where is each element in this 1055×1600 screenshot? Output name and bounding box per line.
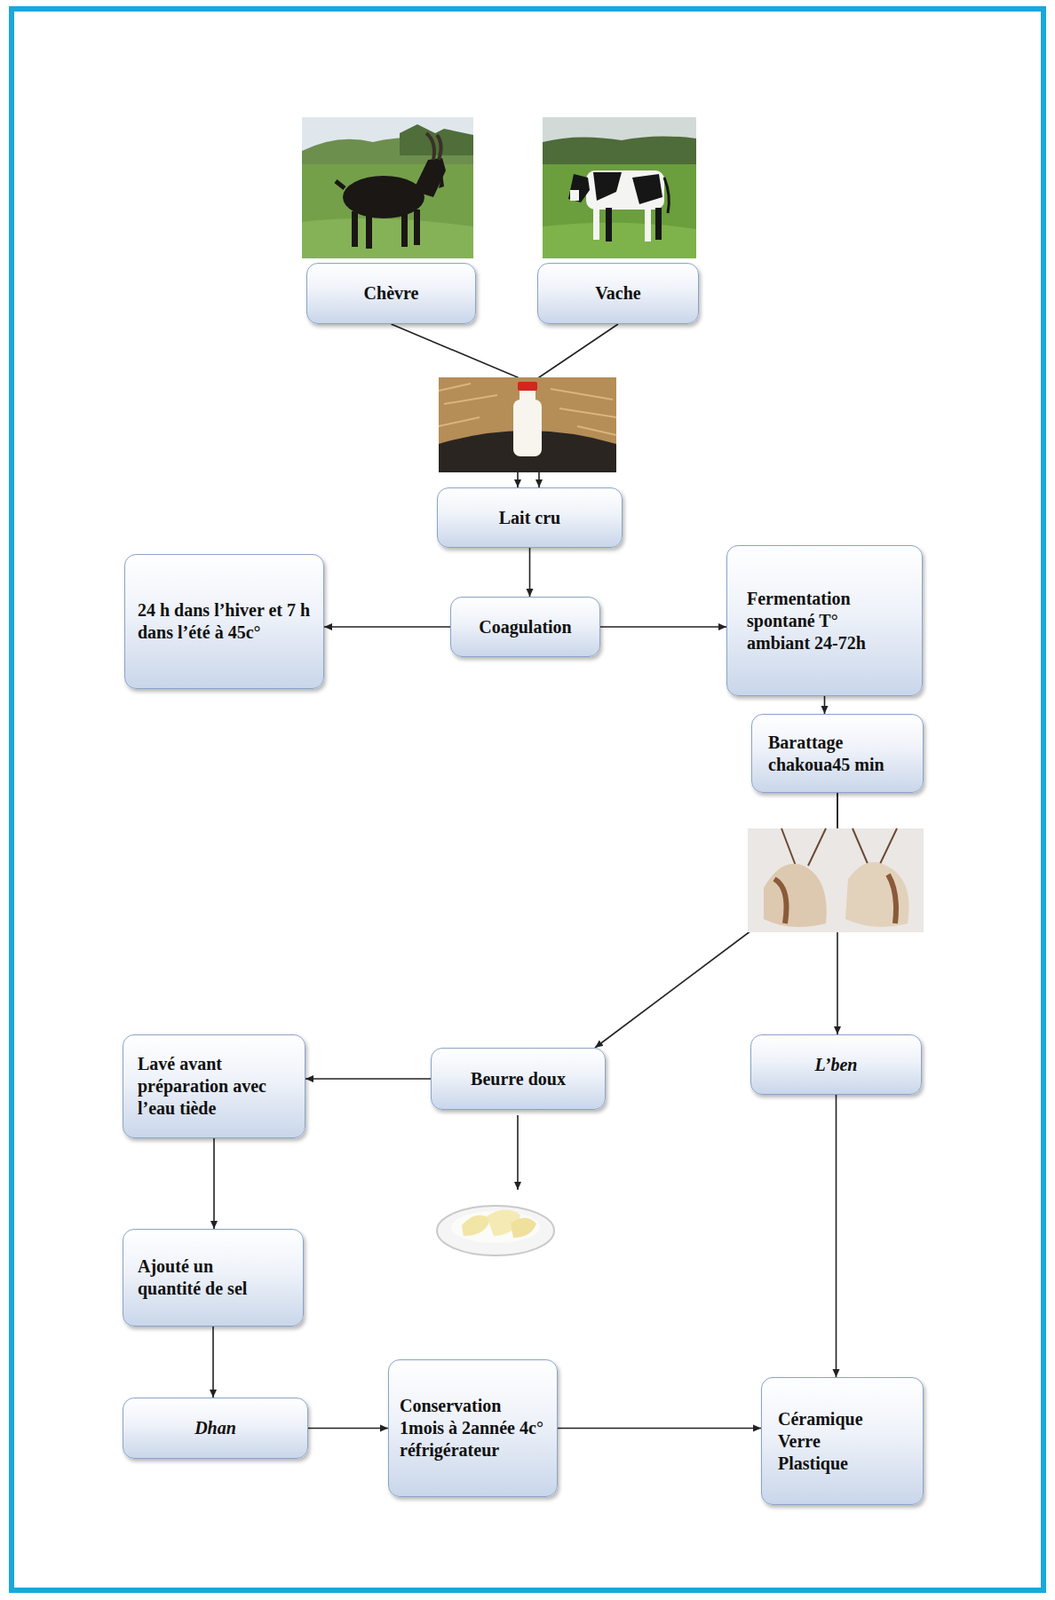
- process-box: Céramique Verre Plastique: [761, 1377, 924, 1506]
- box-content: Fermentation spontané T° ambiant 24-72h: [746, 587, 889, 655]
- box-content: Lait cru: [448, 507, 611, 530]
- box-content: Vache: [548, 282, 688, 305]
- flow-arrow: [824, 696, 826, 714]
- box-label: Fermentation spontané T° ambiant 24-72h: [746, 587, 889, 655]
- box-label: Conservation 1mois à 2année 4c° réfrigér…: [399, 1395, 547, 1462]
- box-label: Ajouté un quantité de sel: [137, 1255, 280, 1301]
- box-content: Lavé avant préparation avec l’eau tiède: [137, 1053, 291, 1120]
- frame-border: [11, 8, 1044, 1591]
- flow-arrow: [308, 1427, 389, 1430]
- box-label: Lavé avant préparation avec l’eau tiède: [137, 1053, 291, 1120]
- milk-bottle-photo: [438, 377, 617, 473]
- process-box: Lait cru: [436, 487, 623, 548]
- box-content: Beurre doux: [442, 1068, 595, 1091]
- box-label: Barattage chakoua45 min: [768, 731, 907, 777]
- flow-arrow: [557, 1427, 762, 1430]
- flow-arrow: [305, 1078, 431, 1080]
- process-box: L’ben: [750, 1034, 922, 1095]
- box-content: Céramique Verre Plastique: [777, 1408, 876, 1476]
- flow-arrow: [213, 1138, 215, 1230]
- process-box: 24 h dans l’hiver et 7 h dans l’été à 45…: [124, 554, 325, 690]
- box-label: Céramique Verre Plastique: [777, 1408, 876, 1476]
- process-box: Fermentation spontané T° ambiant 24-72h: [726, 545, 923, 697]
- box-content: Barattage chakoua45 min: [768, 731, 907, 777]
- butter-plate-photo: [436, 1115, 555, 1256]
- box-content: Conservation 1mois à 2année 4c° réfrigér…: [399, 1395, 547, 1462]
- process-box: Vache: [537, 262, 699, 325]
- flow-arrow: [212, 1326, 215, 1398]
- box-label: 24 h dans l’hiver et 7 h dans l’été à 45…: [137, 599, 311, 644]
- flow-arrow: [324, 626, 451, 628]
- box-label: Chèvre: [317, 282, 465, 305]
- box-content: Coagulation: [458, 616, 593, 639]
- cow-photo: [542, 117, 697, 259]
- box-label: L’ben: [761, 1054, 911, 1077]
- box-label: Dhan: [134, 1417, 297, 1440]
- box-content: Dhan: [134, 1417, 297, 1440]
- flow-arrow: [600, 626, 727, 628]
- process-box: Lavé avant préparation avec l’eau tiède: [122, 1034, 306, 1139]
- goat-photo: [301, 117, 474, 259]
- box-label: Beurre doux: [442, 1068, 595, 1091]
- process-box: Beurre doux: [430, 1047, 606, 1111]
- churning-bags-photo: [747, 828, 924, 933]
- process-box: Dhan: [122, 1397, 309, 1460]
- box-label: Vache: [548, 282, 688, 305]
- process-box: Barattage chakoua45 min: [751, 713, 924, 794]
- process-box: Ajouté un quantité de sel: [122, 1229, 304, 1327]
- box-content: Chèvre: [317, 282, 465, 305]
- process-box: Chèvre: [306, 262, 476, 325]
- process-box: Coagulation: [450, 596, 601, 658]
- flow-arrow: [529, 547, 532, 597]
- process-box: Conservation 1mois à 2année 4c° réfrigér…: [388, 1359, 558, 1498]
- box-content: Ajouté un quantité de sel: [137, 1255, 280, 1301]
- box-label: Lait cru: [448, 507, 611, 530]
- flow-arrow: [835, 1094, 838, 1378]
- box-content: 24 h dans l’hiver et 7 h dans l’été à 45…: [137, 599, 311, 644]
- box-content: L’ben: [761, 1054, 911, 1077]
- leader-arrow: [516, 1115, 519, 1190]
- box-label: Coagulation: [458, 616, 593, 639]
